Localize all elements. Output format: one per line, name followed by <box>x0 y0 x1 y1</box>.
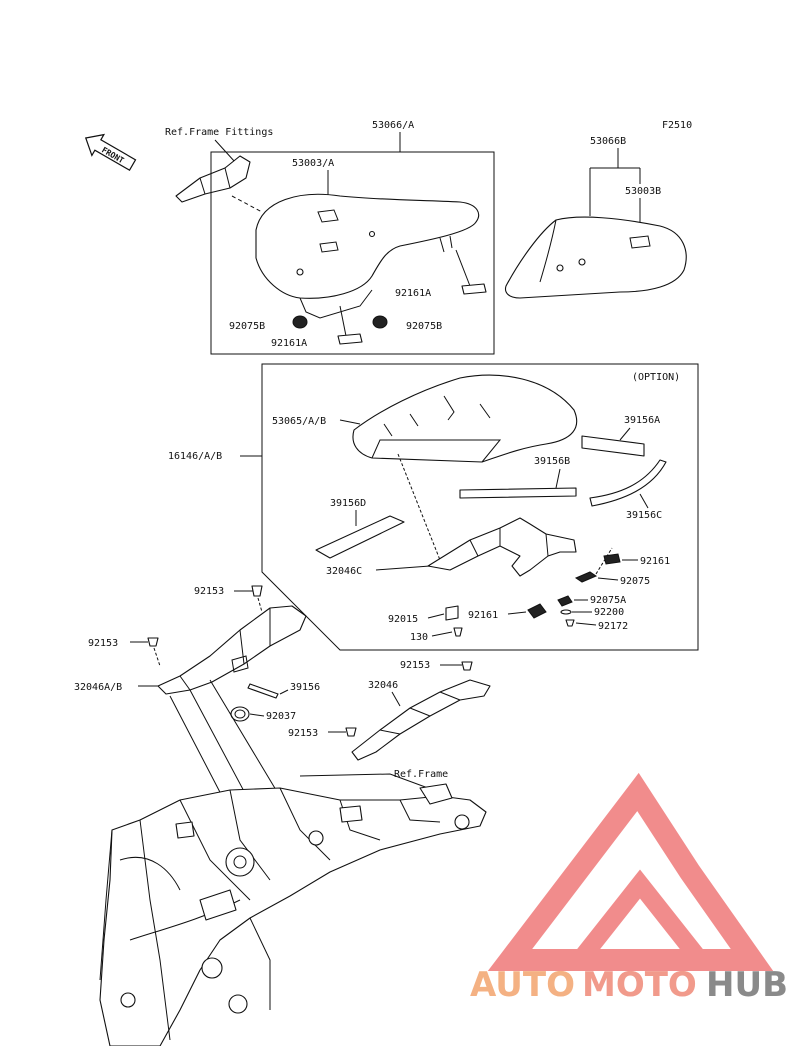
callout-53003-a: 53003/A <box>292 158 334 169</box>
pad-39156c <box>589 459 667 507</box>
watermark-moto: MOTO <box>582 965 697 1005</box>
callout-92075b-left: 92075B <box>229 321 265 332</box>
callout-53066-a: 53066/A <box>372 120 414 131</box>
ref-frame-label: Ref.Frame <box>394 769 448 780</box>
pad-39156b <box>459 487 577 499</box>
cushion-92075b-left <box>292 315 308 329</box>
callout-39156c: 39156C <box>626 510 662 521</box>
figure-code: F2510 <box>662 120 692 131</box>
callout-32046ab: 32046A/B <box>74 682 122 693</box>
callout-32046: 32046 <box>368 680 398 691</box>
watermark-logo-icon <box>487 772 774 971</box>
callout-32046c: 32046C <box>326 566 362 577</box>
motorcycle-frame <box>99 783 487 1046</box>
watermark-auto: AUTO <box>470 965 575 1005</box>
frame-fitting-bracket <box>175 155 251 203</box>
cowl-bracket-32046c <box>427 517 577 577</box>
ref-frame-fittings-label: Ref.Frame Fittings <box>165 127 273 138</box>
callout-39156: 39156 <box>290 682 320 693</box>
callout-92015: 92015 <box>388 614 418 625</box>
watermark-hub: HUB <box>706 965 788 1005</box>
washer-92200 <box>560 609 572 615</box>
front-arrow-icon: FRONT <box>84 133 137 172</box>
callout-39156a: 39156A <box>624 415 660 426</box>
callout-53003b: 53003B <box>625 186 661 197</box>
callout-39156d: 39156D <box>330 498 366 509</box>
cushion-92075 <box>574 571 598 583</box>
callout-92075b-right: 92075B <box>406 321 442 332</box>
passenger-seat-cover <box>504 216 687 299</box>
clamp-92037 <box>230 706 250 722</box>
bolt-92153-top-right <box>461 661 473 671</box>
damper-92161-lower <box>527 603 547 619</box>
single-seat-cowl <box>352 374 578 463</box>
callout-16146: 16146/A/B <box>168 451 222 462</box>
damper-92161-upper <box>603 553 621 565</box>
callout-92200: 92200 <box>594 607 624 618</box>
option-label: (OPTION) <box>632 372 680 383</box>
callout-92075: 92075 <box>620 576 650 587</box>
callout-92153-bottom: 92153 <box>288 728 318 739</box>
callout-92161-lower: 92161 <box>468 610 498 621</box>
callout-39156b: 39156B <box>534 456 570 467</box>
pad-39156d <box>315 515 405 559</box>
nut-92015 <box>445 605 459 621</box>
callout-92153-left: 92153 <box>88 638 118 649</box>
callout-53065: 53065/A/B <box>272 416 326 427</box>
bolt-92153-top-left <box>251 585 263 597</box>
callout-92153-top-right: 92153 <box>400 660 430 671</box>
seat-assembly-box <box>210 151 495 355</box>
rider-seat <box>255 193 480 319</box>
seat-bracket-32046ab <box>157 605 307 695</box>
callout-92153-top-left: 92153 <box>194 586 224 597</box>
callout-92161a-right: 92161A <box>395 288 431 299</box>
callout-92161a-left: 92161A <box>271 338 307 349</box>
bolt-92172 <box>565 619 575 627</box>
cushion-92075b-right <box>372 315 388 329</box>
seat-bracket-32046 <box>351 679 491 761</box>
bolt-92153-bottom <box>345 727 357 737</box>
rubber-damper-92161a-right <box>455 249 487 295</box>
rubber-damper-92161a-left <box>337 305 363 345</box>
callout-92075a: 92075A <box>590 595 626 606</box>
callout-92037: 92037 <box>266 711 296 722</box>
bolt-92153-left <box>147 637 159 647</box>
pad-39156 <box>247 683 279 699</box>
option-box <box>261 363 699 651</box>
cushion-92075a <box>557 595 573 607</box>
callout-92172: 92172 <box>598 621 628 632</box>
watermark-text: AUTO MOTO HUB <box>470 965 788 1005</box>
pad-39156a <box>581 435 645 457</box>
callout-92161-upper: 92161 <box>640 556 670 567</box>
callout-130: 130 <box>410 632 428 643</box>
bolt-130 <box>453 627 463 637</box>
callout-53066b: 53066B <box>590 136 626 147</box>
